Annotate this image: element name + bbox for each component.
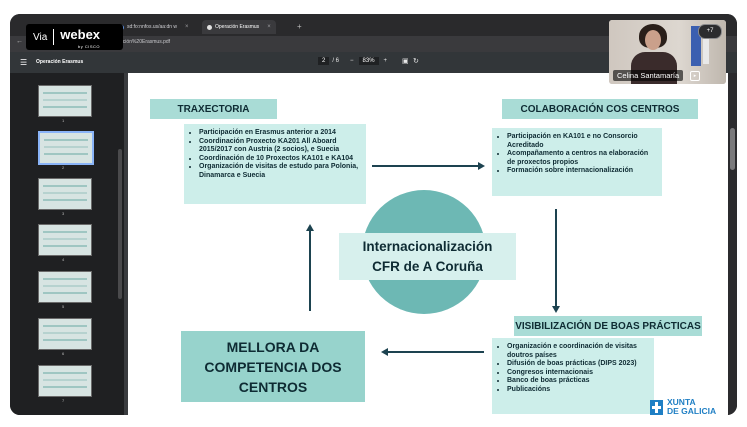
mellora-line: CENTROS [238,378,308,395]
list-item: Participación en KA101 e no Consorcio Ac… [507,133,656,150]
list-item: Coordinación Proxecto KA201 All Aboard 2… [199,138,360,155]
browser-tab-2[interactable]: Operación Erasmus × [202,20,276,34]
close-tab-icon[interactable]: × [185,24,189,30]
webex-badge: Via webex by CISCO [26,24,123,50]
thumbnail-number: 4 [62,257,65,262]
colaboracion-title: COLABORACIÓN COS CENTROS [502,99,698,119]
tab-favicon [207,24,212,30]
xunta-line: DE GALICIA [667,406,717,416]
mellora-line: COMPETENCIA DOS [204,358,342,375]
list-item: Participación en Erasmus anterior a 2014 [199,129,360,138]
list-item: Congresos internacionais [507,369,648,378]
arrow-down-line [555,209,557,307]
page-thumbnail[interactable] [38,178,92,210]
list-item: Publicacións [507,386,648,395]
pdf-title: Operación Erasmus [36,59,84,65]
thumbnail-number: 6 [62,351,65,356]
center-label-line: CFR de A Coruña [372,258,483,274]
thumbnail-sidebar: 1 2 3 4 5 6 7 [10,73,124,415]
webex-logo: webex by CISCO [60,26,100,49]
pdf-toolbar: ☰ Operación Erasmus 2 / 6 − 83% + ▣ ↻ [10,52,737,73]
arrow-down-icon [552,306,560,313]
page-scrollbar[interactable] [728,73,737,415]
webex-sub: by CISCO [78,43,101,49]
visibilizacion-title: VISIBILIZACIÓN DE BOAS PRÁCTICAS [514,316,702,336]
participant-video[interactable]: Celina Santamaría ▸ +7 [609,20,726,84]
page-thumbnail[interactable] [38,85,92,117]
close-tab-icon[interactable]: × [267,24,271,30]
webex-brand: webex [60,26,101,42]
list-item: Difusión de boas prácticas (DIPS 2023) [507,360,648,369]
fit-page-icon[interactable]: ▣ [402,58,409,65]
list-item: Organización de visitas de estudo para P… [199,163,360,180]
list-item: Coordinación de 10 Proxectos KA101 e KA1… [199,155,360,164]
xunta-logo: XUNTA DE GALICIA [650,398,716,415]
flag-eu-icon [691,26,701,66]
browser-tab-bar: sd:fo:nnfos.us/aa:dn w × Operación Erasm… [10,14,737,36]
zoom-in-button[interactable]: + [383,58,388,64]
page-thumbnail-selected[interactable] [38,131,94,165]
arrow-up-icon [306,224,314,231]
list-item: Acompañamento a centros na elaboración d… [507,150,656,167]
page-thumbnail[interactable] [38,224,92,256]
center-label-line: Internacionalización [362,238,493,254]
participant-count-badge[interactable]: +7 [698,24,722,39]
visibilizacion-list: Organización e coordinación de visitas d… [492,338,654,414]
tab-label: Operación Erasmus [215,24,260,30]
traxectoria-title: TRAXECTORIA [150,99,277,119]
window-frame: sd:fo:nnfos.us/aa:dn w × Operación Erasm… [10,14,737,415]
list-item: Banco de boas prácticas [507,377,648,386]
page-thumbnail[interactable] [38,318,92,350]
thumbnail-number: 1 [62,118,65,123]
mellora-box: MELLORA DA COMPETENCIA DOS CENTROS [181,331,365,402]
mellora-line: MELLORA DA [226,338,320,355]
arrow-right-icon [478,162,485,170]
center-label: Internacionalización CFR de A Coruña [339,233,516,280]
colaboracion-list: Participación en KA101 e no Consorcio Ac… [492,128,662,196]
rotate-icon[interactable]: ↻ [413,58,419,65]
xunta-line: XUNTA [667,397,696,407]
page-total: / 6 [332,58,340,64]
zoom-out-button[interactable]: − [350,58,354,64]
list-item: Formación sobre internacionalización [507,167,656,176]
slide-page: TRAXECTORIA Participación en Erasmus ant… [128,73,728,415]
thumbnail-number: 5 [62,304,65,309]
thumbnail-number: 7 [62,398,65,403]
arrow-left-line [388,351,484,353]
participant-menu-icon[interactable]: ▸ [690,71,700,81]
zoom-level[interactable]: 83% [358,57,379,65]
participant-name: Celina Santamaría [613,70,684,81]
sidebar-divider [124,73,128,415]
page-control: 2 / 6 [318,57,339,65]
menu-icon[interactable]: ☰ [20,58,28,67]
arrow-left-icon [381,348,388,356]
page-thumbnail[interactable] [38,365,92,397]
thumbnail-number: 3 [62,211,65,216]
list-item: Organización e coordinación de visitas d… [507,343,648,360]
xunta-emblem-icon [650,399,663,415]
thumbnail-number: 2 [62,165,65,170]
zoom-control: − 83% + [350,57,387,65]
new-tab-button[interactable]: + [297,22,302,31]
arrow-up-line [309,231,311,311]
arrow-right-line [372,165,478,167]
browser-tab-1[interactable]: sd:fo:nnfos.us/aa:dn w × [114,20,194,34]
webex-separator [53,29,55,45]
scrollbar-thumb[interactable] [730,128,735,170]
tab-label: sd:fo:nnfos.us/aa:dn w [127,24,178,30]
traxectoria-list: Participación en Erasmus anterior a 2014… [184,124,366,204]
page-thumbnail[interactable] [38,271,92,303]
sidebar-scrollbar[interactable] [118,149,122,299]
page-number-input[interactable]: 2 [318,57,330,65]
flag-icon [703,28,709,64]
webex-via: Via [33,31,48,43]
